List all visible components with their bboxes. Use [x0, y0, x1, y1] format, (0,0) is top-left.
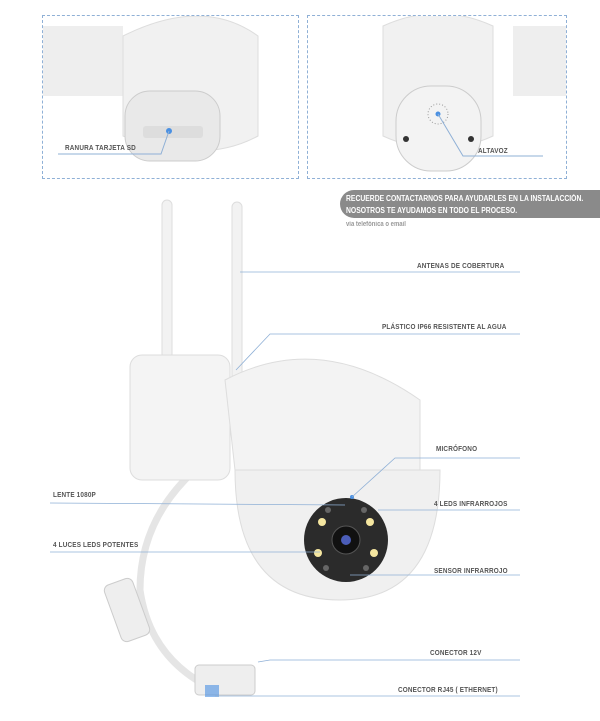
ir-leds-label: 4 LEDS INFRARROJOS — [434, 499, 508, 508]
ir-sensor-label: SENSOR INFRARROJO — [434, 566, 508, 575]
banner-subtext: vía telefónica o email — [346, 221, 406, 228]
sd-slot-label: RANURA TARJETA SD — [65, 143, 136, 152]
led-lights-label: 4 LUCES LEDS POTENTES — [53, 540, 139, 549]
antennas-label: ANTENAS DE COBERTURA — [417, 261, 505, 270]
banner-line-1: RECUERDE CONTACTARNOS PARA AYUDARLES EN … — [346, 194, 584, 203]
banner-line-2: NOSOTROS TE AYUDAMOS EN TODO EL PROCESO. — [346, 206, 518, 215]
camera-back-image — [382, 16, 566, 172]
lens-label: LENTE 1080P — [53, 490, 96, 499]
sd-slot-panel: RANURA TARJETA SD — [42, 15, 299, 179]
speaker-label: ALTAVOZ — [478, 146, 508, 155]
plastic-label: PLÁSTICO IP66 RESISTENTE AL AGUA — [382, 322, 507, 331]
microphone-label: MICRÓFONO — [436, 444, 478, 453]
power-connector-label: CONECTOR 12V — [430, 648, 482, 657]
camera-bottom-image — [43, 16, 259, 162]
speaker-panel: ALTAVOZ — [307, 15, 567, 179]
help-banner — [340, 190, 600, 218]
rj45-label: CONECTOR RJ45 ( ETHERNET) — [398, 685, 498, 694]
